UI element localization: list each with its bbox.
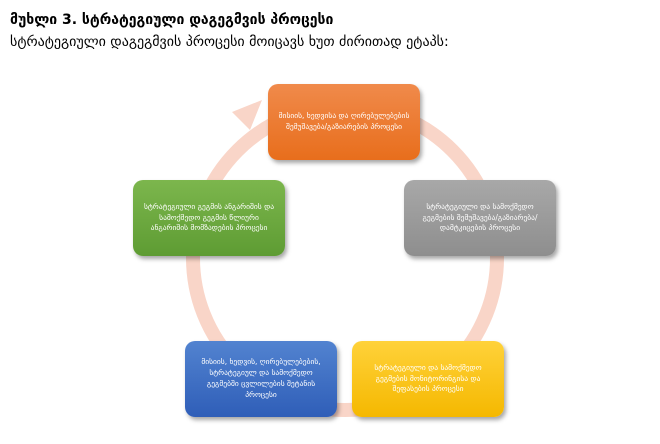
stage-label: სტრატეგიული და სამოქმედო გეგმების შემუშა… [422,201,538,233]
stage-label: სტრატეგიული და სამოქმედო გეგმების მონიტო… [374,362,482,394]
stage-plan-development: სტრატეგიული და სამოქმედო გეგმების შემუშა… [404,180,556,256]
section-heading: მუხლი 3. სტრატეგიული დაგეგმვის პროცესი [10,12,334,28]
stage-monitoring: სტრატეგიული და სამოქმედო გეგმების მონიტო… [352,341,504,417]
stage-changes: მისიის, ხედვის, ღირებულებების, სტრატეგიუ… [185,341,337,417]
intro-text: სტრატეგიული დაგეგმვის პროცესი მოიცავს ხუ… [10,34,449,50]
stage-mission-vision: მისიის, ხედვისა და ღირებულებების შემუშავ… [268,84,420,160]
stage-label: სტრატეგიული გეგმის ანგარიშის და სამოქმედ… [143,201,275,233]
stage-label: მისიის, ხედვისა და ღირებულებების შემუშავ… [278,111,410,131]
stage-label: მისიის, ხედვის, ღირებულებების, სტრატეგიუ… [201,357,321,399]
stage-reporting: სტრატეგიული გეგმის ანგარიშის და სამოქმედ… [133,180,285,256]
cycle-arrow-icon [232,100,262,130]
